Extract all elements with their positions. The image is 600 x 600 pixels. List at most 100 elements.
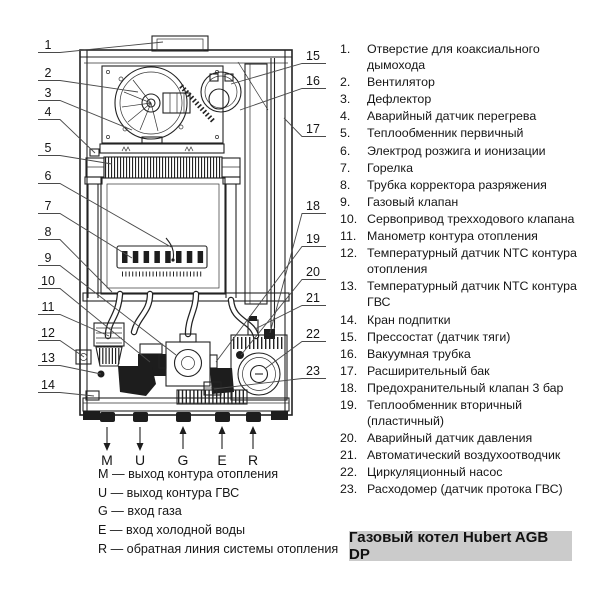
- connection-letter-e: E: [217, 452, 226, 468]
- part-text: Горелка: [367, 160, 413, 175]
- expansion-tank: [237, 58, 276, 332]
- connection-letter-r: R: [248, 452, 258, 468]
- part-text: Температурный датчик NTC контура ГВС: [367, 279, 577, 310]
- callout-1: 1: [45, 38, 52, 52]
- callout-5: 5: [45, 141, 52, 155]
- callout-18: 18: [306, 199, 320, 213]
- burner: [116, 245, 208, 269]
- part-item: 8. Трубка корректора разряжения: [340, 177, 598, 193]
- part-item: 5.Теплообменник первичный: [340, 125, 598, 141]
- part-item: 19. Теплообменник вторичный (пластичный): [340, 397, 598, 429]
- secondary-heat-exchanger: [176, 389, 248, 405]
- connection-letter-m: M: [101, 452, 113, 468]
- hydraulic-group: [75, 316, 288, 405]
- boiler-diagram: M U G E R: [38, 35, 326, 468]
- part-number: 1.: [340, 42, 351, 56]
- part-number: 8.: [340, 177, 351, 192]
- callout-21: 21: [306, 291, 320, 305]
- callout-8: 8: [45, 225, 52, 239]
- part-text: Отверстие для коаксиального дымохода: [367, 42, 540, 73]
- part-number: 2.: [340, 75, 351, 90]
- connection-letter-g: G: [178, 452, 189, 468]
- part-item: 1. Отверстие для коаксиального дымохода: [340, 41, 598, 73]
- part-item: 16.Вакуумная трубка: [340, 346, 598, 362]
- connection-legend: M — выход контура отопления U — выход ко…: [98, 465, 348, 559]
- callout-2: 2: [45, 66, 52, 80]
- callout-6: 6: [45, 169, 52, 183]
- part-text: Теплообменник вторичный (пластичный): [367, 397, 523, 429]
- legend-line-g: G — вход газа: [98, 504, 182, 519]
- circulation-pump: [230, 334, 288, 401]
- gas-valve: [158, 333, 218, 387]
- callout-10: 10: [41, 274, 55, 288]
- connection-arrows: [103, 426, 257, 451]
- part-item: 7. Горелка: [340, 160, 598, 176]
- parts-list: 1. Отверстие для коаксиального дымохода 2…: [340, 41, 598, 499]
- part-item: 10. Сервопривод трехходового клапана: [340, 211, 598, 227]
- legend-line-r: R — обратная линия системы отопления: [98, 541, 339, 556]
- part-item: 20. Аварийный датчик давления: [340, 430, 598, 446]
- part-number: 20.: [340, 431, 358, 446]
- part-number: 14.: [340, 312, 358, 327]
- callout-12: 12: [41, 326, 55, 340]
- part-number: 10.: [340, 211, 358, 226]
- part-number: 3.: [340, 92, 351, 107]
- callout-9: 9: [45, 251, 52, 265]
- part-number: 15.: [340, 329, 358, 344]
- legend-line-e: E — вход холодной воды: [98, 523, 246, 538]
- part-text: Аварийный датчик давления: [367, 431, 533, 446]
- part-text: Автоматический воздухоотводчик: [367, 448, 561, 463]
- part-text: Сервопривод трехходового клапана: [367, 211, 575, 226]
- part-number: 18.: [340, 380, 358, 395]
- part-text: Циркуляционный насос: [367, 465, 503, 480]
- legend-line-u: U — выход контура ГВС: [98, 485, 240, 500]
- part-item: 2.Вентилятор: [340, 74, 598, 90]
- combustion-chamber: [100, 177, 226, 295]
- part-text: Расходомер (датчик протока ГВС): [367, 482, 563, 497]
- callout-16: 16: [306, 74, 320, 88]
- part-item: 6.Электрод розжига и ионизации: [340, 143, 598, 159]
- part-text: Расширительный бак: [367, 363, 490, 378]
- callout-19: 19: [306, 232, 320, 246]
- part-item: 11.Манометр контура отопления: [340, 228, 598, 244]
- crossbar: [82, 292, 290, 302]
- part-text: Газовый клапан: [367, 194, 459, 209]
- part-number: 7.: [340, 160, 351, 175]
- part-text: Трубка корректора разряжения: [367, 177, 547, 192]
- part-text: Дефлектор: [367, 92, 432, 107]
- part-number: 9.: [340, 194, 351, 209]
- part-text: Манометр контура отопления: [367, 229, 538, 244]
- connection-letters: M U G E R: [101, 452, 258, 468]
- part-number: 22.: [340, 465, 358, 480]
- part-number: 12.: [340, 246, 358, 261]
- callout-15: 15: [306, 49, 320, 63]
- safety-valve: [264, 329, 275, 339]
- part-number: 16.: [340, 346, 358, 361]
- part-number: 19.: [340, 397, 358, 412]
- part-item: 22. Циркуляционный насос: [340, 464, 598, 480]
- part-item: 3. Дефлектор: [340, 91, 598, 107]
- vacuum-tube: [179, 84, 216, 124]
- pressure-switch: [200, 71, 242, 113]
- part-text: Аварийный датчик перегрева: [367, 109, 537, 124]
- callout-17: 17: [306, 122, 320, 136]
- part-text: Кран подпитки: [367, 312, 451, 327]
- part-item: 23.Расходомер (датчик протока ГВС): [340, 481, 598, 497]
- part-text: Предохранительный клапан 3 бар: [367, 380, 564, 395]
- part-text: Прессостат (датчик тяги): [367, 329, 511, 344]
- callout-20: 20: [306, 265, 320, 279]
- bottom-rail: [82, 397, 290, 422]
- ignition-electrode: [165, 237, 175, 261]
- callout-13: 13: [41, 351, 55, 365]
- part-item: 13.Температурный датчик NTC контура ГВС: [340, 278, 598, 310]
- leader-lines: [38, 41, 326, 397]
- fan-icon: [114, 66, 191, 144]
- flue-collar: [151, 35, 209, 52]
- product-title: Газовый котел Hubert AGB DP: [349, 529, 572, 563]
- ntc-heating-sensor: [75, 349, 92, 365]
- part-item: 18. Предохранительный клапан 3 бар: [340, 380, 598, 396]
- part-item: 17.Расширительный бак: [340, 363, 598, 379]
- callout-11: 11: [42, 300, 55, 314]
- callout-7: 7: [45, 199, 52, 213]
- part-item: 21.Автоматический воздухоотводчик: [340, 447, 598, 463]
